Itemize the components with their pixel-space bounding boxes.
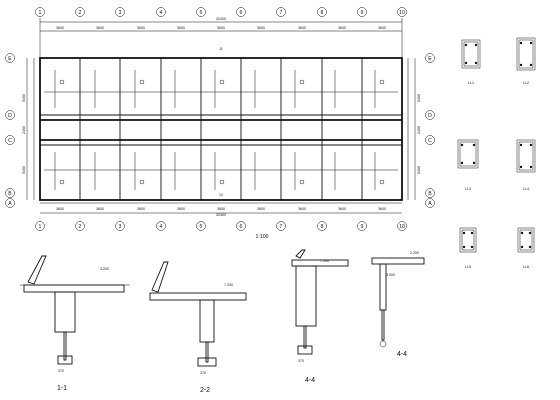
axis-label-bottom-6: 6 bbox=[240, 224, 243, 230]
span-bottom-4: 3600 bbox=[177, 207, 185, 211]
span-bottom-2: 3600 bbox=[96, 207, 104, 211]
span-bottom-8: 3600 bbox=[338, 207, 346, 211]
section-2-label: 2-2 bbox=[200, 387, 210, 394]
plan-scale: 1:100 bbox=[256, 234, 269, 240]
floor-plan: 32400 32400 5400 2400 5400 5400 2400 540… bbox=[5, 7, 435, 240]
detail-label-2: LL2 bbox=[523, 81, 529, 85]
span-bottom-9: 3600 bbox=[378, 207, 386, 211]
dim-right-2: 2400 bbox=[417, 126, 421, 134]
axis-label-top-5: 5 bbox=[200, 10, 203, 16]
detail-label-4: LL4 bbox=[523, 187, 529, 191]
span-top-4: 3600 bbox=[177, 26, 185, 30]
axis-label-top-6: 6 bbox=[240, 10, 243, 16]
axis-label-top-8: 8 bbox=[321, 10, 324, 16]
section-4: 2.200 3.200 4-4 bbox=[371, 251, 425, 358]
axis-label-right-A: A bbox=[428, 201, 432, 207]
span-bottom-7: 3600 bbox=[298, 207, 306, 211]
span-top-5: 3600 bbox=[217, 26, 225, 30]
span-top-2: 3600 bbox=[96, 26, 104, 30]
axis-label-right-D: D bbox=[428, 113, 432, 119]
axis-label-top-10: 10 bbox=[399, 10, 405, 16]
detail-label-1: LL1 bbox=[468, 81, 474, 85]
detail-label-3: LL3 bbox=[465, 187, 471, 191]
section-1-elev: 3.200 bbox=[100, 267, 109, 271]
axis-label-right-C: C bbox=[428, 138, 432, 144]
section-1-1: 3.200 370 1-1 bbox=[20, 255, 130, 392]
span-top-6: 3600 bbox=[257, 26, 265, 30]
span-bottom-6: 3600 bbox=[257, 207, 265, 211]
section-2-2: 7.200 370 2-2 bbox=[149, 261, 247, 394]
axis-label-bottom-2: 2 bbox=[79, 224, 82, 230]
span-top-8: 3600 bbox=[338, 26, 346, 30]
span-top-1: 3600 bbox=[56, 26, 64, 30]
section-4-elev-top: 2.200 bbox=[410, 251, 419, 255]
span-top-3: 3600 bbox=[137, 26, 145, 30]
section-3: 7.200 370 4-4 bbox=[291, 249, 349, 384]
span-bottom-1: 3600 bbox=[56, 207, 64, 211]
dim-right-3: 5400 bbox=[417, 166, 421, 174]
axis-label-top-9: 9 bbox=[361, 10, 364, 16]
axis-label-top-3: 3 bbox=[119, 10, 122, 16]
grid-columns bbox=[79, 58, 363, 200]
axis-label-bottom-3: 3 bbox=[119, 224, 122, 230]
span-dimensions: 3600 3600 3600 3600 3600 3600 3600 3600 … bbox=[56, 26, 386, 211]
grid-label-top: 11 bbox=[219, 47, 223, 51]
axis-label-top-2: 2 bbox=[79, 10, 82, 16]
axis-label-bottom-1: 1 bbox=[39, 224, 42, 230]
section-3-bottom-dim: 370 bbox=[298, 359, 304, 363]
axis-label-left-E: E bbox=[8, 56, 12, 62]
dim-left-1: 5400 bbox=[22, 94, 26, 102]
axis-label-bottom-9: 9 bbox=[361, 224, 364, 230]
section-3-elev: 7.200 bbox=[320, 259, 329, 263]
axis-label-left-D: D bbox=[8, 113, 12, 119]
section-1-bottom-dim: 370 bbox=[58, 369, 64, 373]
dim-right-1: 5400 bbox=[417, 94, 421, 102]
axis-label-bottom-10: 10 bbox=[399, 224, 405, 230]
span-bottom-3: 3600 bbox=[137, 207, 145, 211]
axis-label-left-C: C bbox=[8, 138, 12, 144]
detail-label-6: LL6 bbox=[523, 265, 529, 269]
section-1-label: 1-1 bbox=[57, 385, 67, 392]
axis-label-top-7: 7 bbox=[280, 10, 283, 16]
axis-label-right-B: B bbox=[428, 191, 432, 197]
axis-label-top-4: 4 bbox=[160, 10, 163, 16]
axis-bubbles-bottom: 1 2 3 4 5 6 7 8 9 10 bbox=[35, 221, 407, 231]
axis-label-bottom-4: 4 bbox=[160, 224, 163, 230]
section-2-elev: 7.200 bbox=[224, 283, 233, 287]
span-bottom-5: 3600 bbox=[217, 207, 225, 211]
total-dimension-bottom: 32400 bbox=[216, 213, 226, 217]
section-4-label: 4-4 bbox=[397, 351, 407, 358]
axis-bubbles-sides: E D C B A E D C B A bbox=[5, 53, 435, 208]
dim-left-2: 2400 bbox=[22, 126, 26, 134]
axis-bubbles-top: 1 2 3 4 5 6 7 8 9 10 bbox=[35, 7, 407, 17]
span-top-7: 3600 bbox=[298, 26, 306, 30]
room-details bbox=[44, 70, 398, 190]
axis-label-bottom-7: 7 bbox=[280, 224, 283, 230]
section-3-label: 4-4 bbox=[305, 377, 315, 384]
axis-label-left-B: B bbox=[8, 191, 12, 197]
total-dimension-top: 32400 bbox=[216, 17, 226, 21]
detail-label-5: LL5 bbox=[465, 265, 471, 269]
section-4-elev: 3.200 bbox=[386, 273, 395, 277]
axis-label-left-A: A bbox=[8, 201, 12, 207]
grid-label-bottom: 12 bbox=[219, 193, 223, 197]
span-top-9: 3600 bbox=[378, 26, 386, 30]
section-2-bottom-dim: 370 bbox=[200, 371, 206, 375]
axis-label-bottom-8: 8 bbox=[321, 224, 324, 230]
axis-label-bottom-5: 5 bbox=[200, 224, 203, 230]
column-details: LL1 LL2 LL3 LL4 LL5 LL6 bbox=[457, 37, 536, 269]
axis-label-right-E: E bbox=[428, 56, 432, 62]
dim-left-3: 5400 bbox=[22, 166, 26, 174]
axis-label-top-1: 1 bbox=[39, 10, 42, 16]
